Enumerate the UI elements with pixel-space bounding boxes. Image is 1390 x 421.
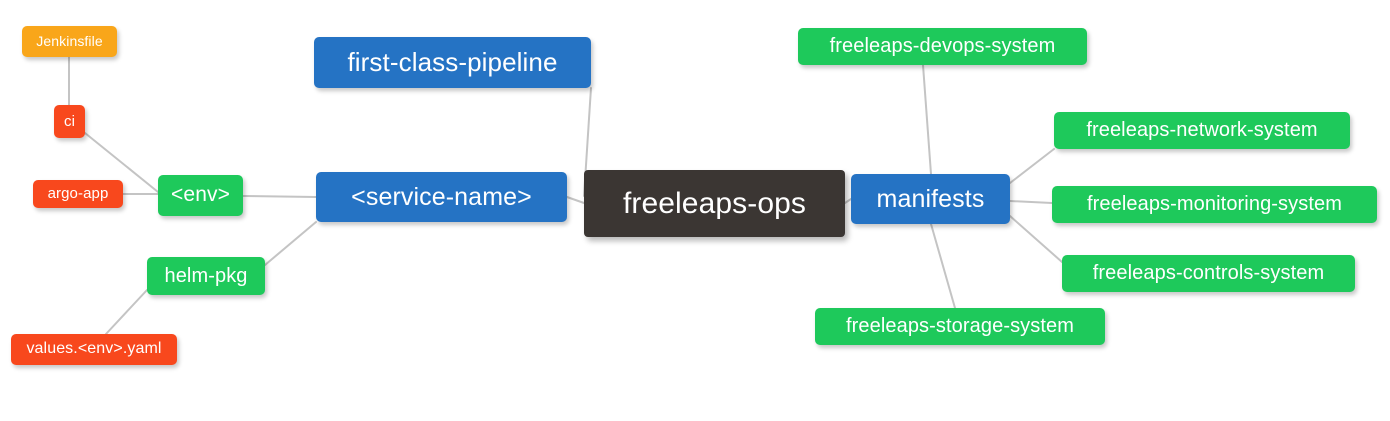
node-label: freeleaps-ops (622, 186, 807, 220)
node-freeleaps-storage-system[interactable]: freeleaps-storage-system (815, 308, 1105, 345)
node-label: manifests (876, 184, 985, 213)
node-label: argo-app (47, 185, 109, 203)
node-freeleaps-controls-system[interactable]: freeleaps-controls-system (1062, 255, 1355, 292)
node-label: values.<env>.yaml (26, 340, 162, 358)
node-values-env-yaml[interactable]: values.<env>.yaml (11, 334, 177, 365)
node-freeleaps-ops[interactable]: freeleaps-ops (584, 170, 845, 237)
node-freeleaps-devops-system[interactable]: freeleaps-devops-system (798, 28, 1087, 65)
node-ci[interactable]: ci (54, 105, 85, 138)
node-label: Jenkinsfile (36, 33, 103, 50)
node-label: helm-pkg (164, 264, 248, 287)
node-label: freeleaps-storage-system (845, 315, 1075, 337)
node-env[interactable]: <env> (158, 175, 243, 216)
edge-manifests-to-freeleaps-storage-system (930, 223, 956, 309)
node-label: <env> (171, 183, 230, 207)
node-freeleaps-monitoring-system[interactable]: freeleaps-monitoring-system (1052, 186, 1377, 223)
node-helm-pkg[interactable]: helm-pkg (147, 257, 265, 295)
edge-service-name-to-env (242, 195, 317, 198)
edge-manifests-to-freeleaps-monitoring-system (1009, 200, 1053, 204)
node-jenkinsfile[interactable]: Jenkinsfile (22, 26, 117, 57)
node-label: freeleaps-network-system (1086, 119, 1318, 141)
node-freeleaps-network-system[interactable]: freeleaps-network-system (1054, 112, 1350, 149)
node-first-class-pipeline[interactable]: first-class-pipeline (314, 37, 591, 88)
node-label: freeleaps-devops-system (829, 35, 1056, 57)
edge-service-name-to-helm-pkg (264, 221, 317, 266)
node-service-name[interactable]: <service-name> (316, 172, 567, 222)
node-manifests[interactable]: manifests (851, 174, 1010, 224)
node-label: ci (63, 112, 76, 130)
edge-helm-pkg-to-values-env-yaml (105, 289, 148, 335)
node-label: <service-name> (351, 182, 532, 211)
edge-manifests-to-freeleaps-controls-system (1009, 215, 1063, 263)
edge-manifests-to-freeleaps-network-system (1009, 148, 1055, 184)
edge-manifests-to-freeleaps-devops-system (922, 64, 932, 175)
node-label: freeleaps-monitoring-system (1086, 193, 1342, 215)
edge-freeleaps-ops-to-service-name (566, 196, 585, 204)
node-argo-app[interactable]: argo-app (33, 180, 123, 208)
node-label: freeleaps-controls-system (1092, 262, 1325, 284)
node-label: first-class-pipeline (347, 46, 558, 77)
